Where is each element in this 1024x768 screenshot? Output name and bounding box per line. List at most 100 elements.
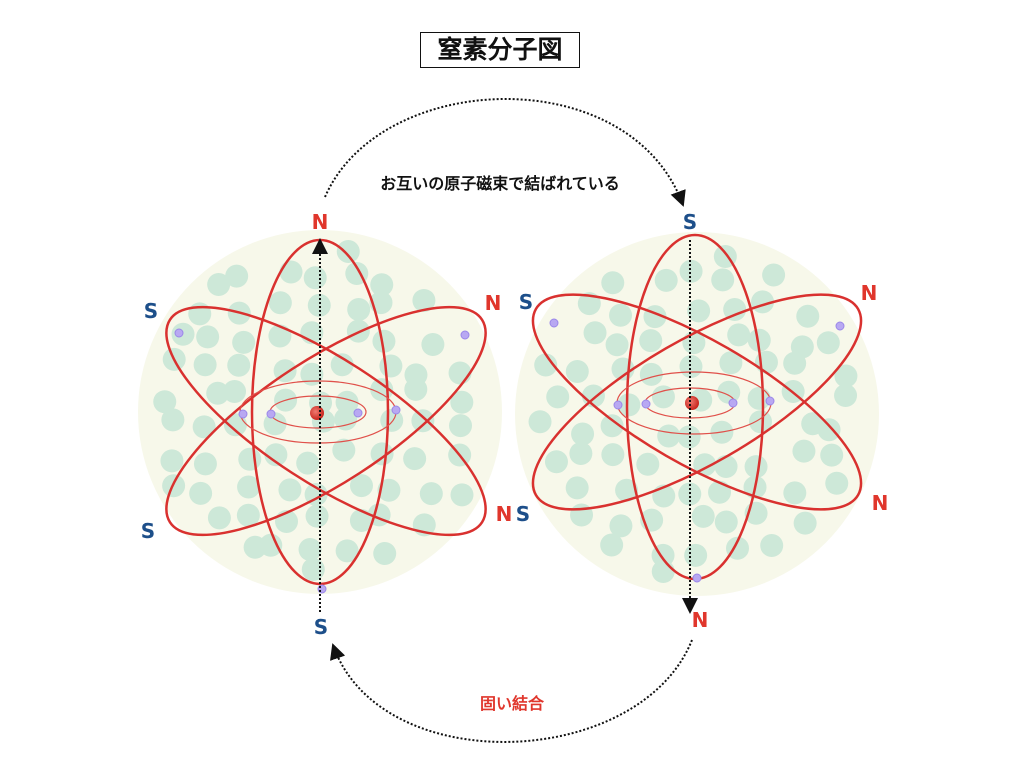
particle (825, 471, 849, 495)
particle (583, 321, 607, 345)
atom-body (515, 232, 879, 596)
particle (615, 478, 639, 502)
particle (544, 450, 568, 474)
particle (236, 503, 260, 527)
particle (714, 510, 738, 534)
right-atom (515, 232, 879, 614)
particle (370, 273, 394, 297)
particle (450, 483, 474, 507)
particle (373, 542, 397, 566)
particle (301, 557, 325, 581)
particle (711, 268, 735, 292)
electron (728, 398, 738, 408)
particle (349, 474, 373, 498)
pole-label-top: N (311, 210, 329, 234)
particle (206, 381, 230, 405)
particle (717, 380, 741, 404)
electron (238, 409, 248, 419)
particle (617, 393, 641, 417)
particle (817, 418, 841, 442)
particle (754, 350, 778, 374)
particle (412, 288, 436, 312)
particle (577, 292, 601, 316)
pole-label-lower-left: S (140, 519, 156, 543)
particle (193, 353, 217, 377)
particle (678, 482, 702, 506)
particle (298, 538, 322, 562)
left-atom (138, 230, 502, 612)
particle (300, 362, 324, 386)
particle (783, 481, 807, 505)
top-bond-arrow (324, 98, 686, 207)
electrons (549, 318, 845, 583)
electron (266, 409, 276, 419)
particle (601, 271, 625, 295)
particle (792, 439, 816, 463)
particle (268, 324, 292, 348)
electron (549, 318, 559, 328)
particle (370, 442, 394, 466)
particle (570, 503, 594, 527)
tilted-orbit-1 (531, 293, 863, 511)
pole-label-upper-right: N (484, 291, 502, 315)
particle (609, 303, 633, 327)
particle (450, 390, 474, 414)
pole-label-bottom: N (691, 608, 709, 632)
particle (528, 410, 552, 434)
pole-label-lower-right: N (495, 502, 513, 526)
electron (391, 405, 401, 415)
particle (636, 452, 660, 476)
particle (305, 504, 329, 528)
nucleus (310, 406, 324, 420)
electron (353, 408, 363, 418)
particle (714, 455, 738, 479)
particle (760, 534, 784, 558)
electron (641, 399, 651, 409)
particle (609, 514, 633, 538)
particle (651, 559, 675, 583)
particle (449, 414, 473, 438)
bottom-bond-arrow (330, 639, 693, 743)
particle (264, 443, 288, 467)
particle (793, 511, 817, 535)
particle (419, 482, 443, 506)
particle (225, 264, 249, 288)
particle (796, 304, 820, 328)
tilted-orbit-1 (165, 305, 487, 537)
particle (238, 447, 262, 471)
particle (379, 354, 403, 378)
particle (762, 263, 786, 287)
particle (723, 297, 747, 321)
pole-label-upper-right: N (860, 281, 878, 305)
top-caption: お互いの原子磁束で結ばれている (380, 174, 620, 193)
particle (565, 359, 589, 383)
particle (684, 543, 708, 567)
particle (654, 268, 678, 292)
particle (639, 362, 663, 386)
particle (571, 422, 595, 446)
particle (380, 408, 404, 432)
particle (207, 273, 231, 297)
particle (372, 329, 396, 353)
pole-label-bottom: S (313, 615, 329, 639)
particle (679, 355, 703, 379)
particle (278, 478, 302, 502)
pole-label-lower-left: S (515, 502, 531, 526)
particle (749, 410, 773, 434)
particle (207, 506, 231, 530)
particle (332, 438, 356, 462)
particle (727, 323, 751, 347)
pole-label-top: S (682, 210, 698, 234)
particle (820, 443, 844, 467)
particle (330, 353, 354, 377)
particle (296, 451, 320, 475)
particle (834, 384, 858, 408)
pole-label-lower-right: N (871, 491, 889, 515)
particle (600, 414, 624, 438)
electron (765, 396, 775, 406)
particle (691, 504, 715, 528)
particle (227, 353, 251, 377)
pole-label-upper-left: S (518, 290, 534, 314)
particle (189, 481, 213, 505)
